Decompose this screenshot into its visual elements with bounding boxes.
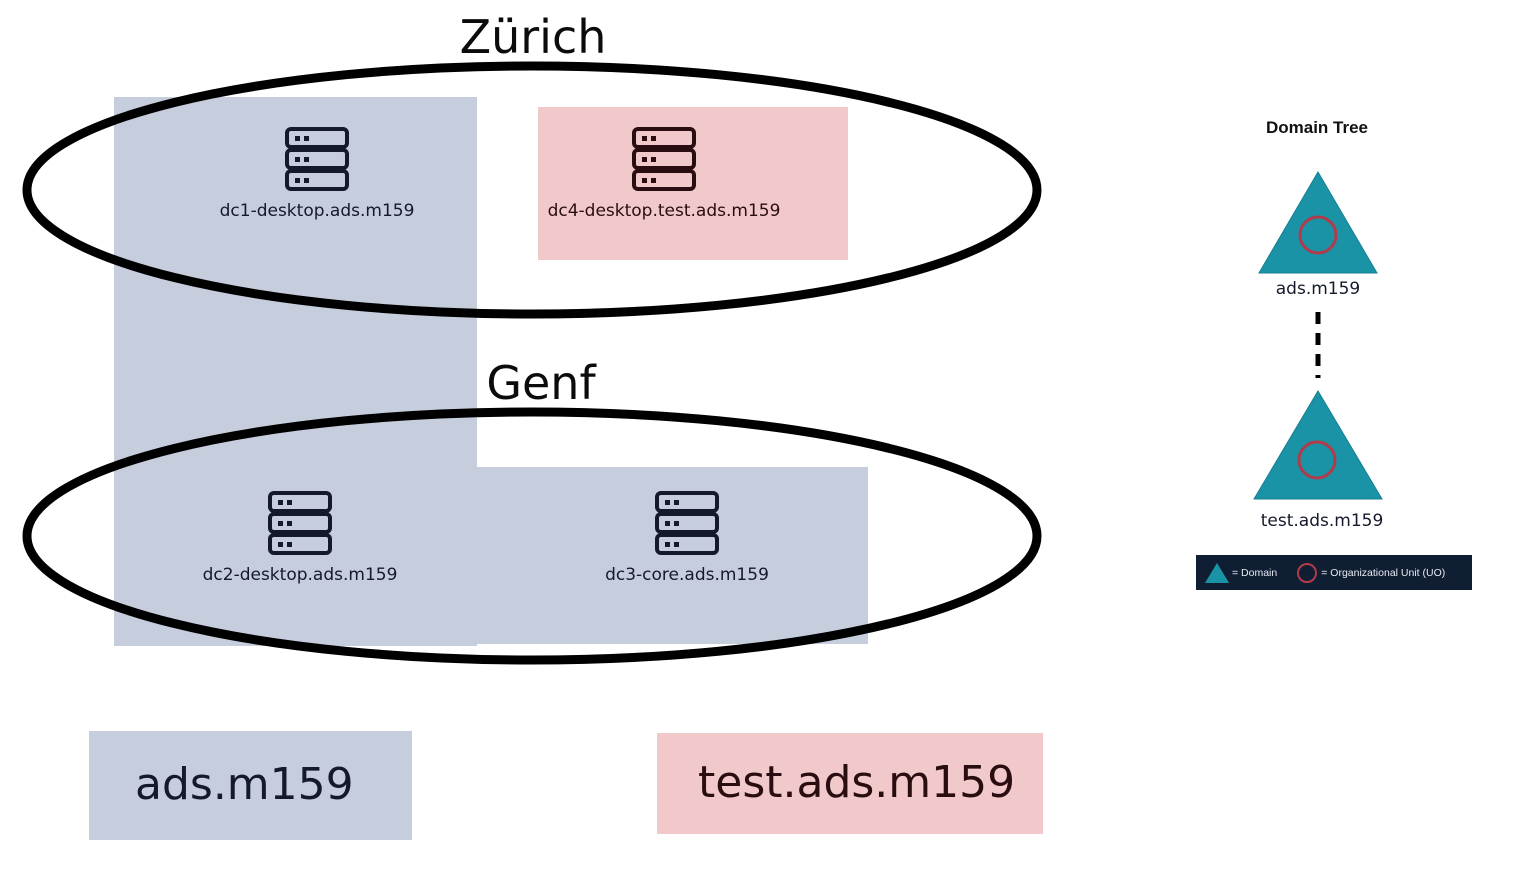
site-title-zurich: Zürich (459, 10, 607, 64)
domain-triangle-icon (1253, 390, 1383, 500)
site-ellipse-genf (22, 407, 1042, 665)
server-icon (285, 127, 349, 191)
ou-circle-icon (1297, 562, 1318, 583)
ou-circle-icon (1297, 440, 1337, 480)
domain-tree-title: Domain Tree (1265, 118, 1369, 137)
server-dc4: dc4-desktop.test.ads.m159 (544, 127, 784, 221)
domain-tree-legend: = Domain = Organizational Unit (UO) (1196, 555, 1472, 590)
domain-key-test-ads-m159: test.ads.m159 (657, 733, 1043, 834)
server-dc1: dc1-desktop.ads.m159 (197, 127, 437, 221)
domain-tree-node-label: ads.m159 (1275, 279, 1361, 299)
domain-key-label: ads.m159 (135, 759, 354, 810)
server-icon (268, 491, 332, 555)
server-label: dc1-desktop.ads.m159 (219, 201, 415, 221)
server-label: dc4-desktop.test.ads.m159 (547, 201, 781, 221)
domain-key-ads-m159: ads.m159 (89, 731, 412, 840)
server-icon (632, 127, 696, 191)
server-label: dc3-core.ads.m159 (605, 565, 769, 585)
server-icon (655, 491, 719, 555)
domain-tree-node-label: test.ads.m159 (1260, 511, 1384, 531)
server-label: dc2-desktop.ads.m159 (202, 565, 398, 585)
site-title-genf: Genf (486, 356, 596, 410)
legend-domain-text: = Domain (1232, 566, 1278, 579)
server-dc2: dc2-desktop.ads.m159 (180, 491, 420, 585)
legend-ou-text: = Organizational Unit (UO) (1321, 566, 1446, 579)
ou-circle-icon (1298, 215, 1338, 255)
site-ellipse-zurich (22, 61, 1042, 319)
domain-region-ads-m159-horizontal (477, 467, 868, 644)
domain-triangle-icon (1205, 562, 1229, 583)
server-dc3: dc3-core.ads.m159 (567, 491, 807, 585)
domain-triangle-icon (1258, 171, 1378, 274)
domain-key-label: test.ads.m159 (698, 757, 1016, 808)
